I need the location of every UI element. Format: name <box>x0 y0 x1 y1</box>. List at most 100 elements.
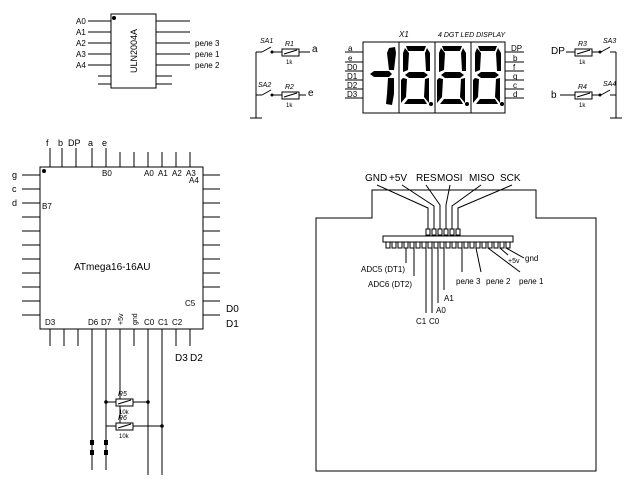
mcu-bottom-net: D3 <box>175 353 188 364</box>
resistor-value: 1k <box>286 103 293 109</box>
connector-pin-label: ADC5 (DT1) <box>361 265 405 274</box>
mcu-inner-label: A2 <box>172 169 182 178</box>
mcu-inner-label: B7 <box>42 202 52 211</box>
resistor-label: R3 <box>578 41 587 48</box>
uln-output-label: реле 3 <box>195 39 220 48</box>
mcu-top-net: f <box>46 138 49 148</box>
connector-block: GND +5V RES MOSI MISO SCK <box>315 173 597 472</box>
digit-1-segments <box>370 47 396 105</box>
uln-input-label: A2 <box>76 39 86 48</box>
display-ref: X1 <box>398 30 409 39</box>
mcu-top-net: DP <box>68 138 81 148</box>
mcu-inner-label: B0 <box>102 169 112 178</box>
mcu-top-net: b <box>58 138 63 148</box>
resistor-value: 1k <box>579 103 586 109</box>
atmega-block: ATmega16-16AU f b DP a e <box>12 138 239 475</box>
display-pin-label: b <box>513 54 518 63</box>
display-pin-label: g <box>513 72 517 81</box>
connector-top-label: MISO <box>469 173 495 184</box>
resistor-value: 10k <box>119 410 130 416</box>
connector-top-label: SCK <box>500 173 521 184</box>
resistor-label: R2 <box>285 84 294 91</box>
mcu-inner-label: gnd <box>132 313 139 325</box>
resistor-value: 1k <box>579 60 586 66</box>
display-pin-label: d <box>513 90 517 99</box>
connector-top-label: RES <box>416 173 437 184</box>
mcu-inner-label: A3 <box>186 169 196 178</box>
mcu-inner-label: C2 <box>172 318 183 327</box>
mcu-inner-label: A0 <box>144 169 154 178</box>
switch-label: SA2 <box>258 82 271 89</box>
mcu-inner-label: C1 <box>158 318 169 327</box>
uln-input-label: A3 <box>76 50 86 59</box>
connector-pin-label: C1 <box>416 317 427 326</box>
net-label: DP <box>551 46 565 57</box>
connector-pin-label: gnd <box>525 254 538 263</box>
net-label: b <box>551 90 557 101</box>
mcu-left-net: c <box>12 184 17 194</box>
board-outline <box>315 189 597 472</box>
atmega-chip <box>39 166 204 330</box>
mcu-inner-label: D6 <box>88 318 99 327</box>
atmega-left-pins <box>22 174 40 316</box>
digit-2-segments <box>401 46 433 106</box>
connector-pin-label: C0 <box>429 317 440 326</box>
mcu-left-net: d <box>12 198 17 208</box>
led-display-block: X1 4 DGT LED DISPLAY a e D0 D1 D2 D3 DP … <box>345 30 524 114</box>
resistor-label: R6 <box>118 415 127 422</box>
display-pin-label: D2 <box>347 81 358 90</box>
mcu-inner-label: A1 <box>158 169 168 178</box>
net-label: a <box>312 44 318 55</box>
uln-input-label: A1 <box>76 28 86 37</box>
uln-input-label: A4 <box>76 61 86 70</box>
display-pin-label: f <box>513 63 516 72</box>
mcu-inner-label: C0 <box>144 318 155 327</box>
connector-pin-label: реле 2 <box>486 277 511 286</box>
switch-label: SA3 <box>603 38 616 45</box>
pin1-marker <box>112 16 116 20</box>
uln2004a-block: ULN2004A A0 A1 A2 A3 A4 реле 3 реле 1 ре… <box>76 13 220 89</box>
resistor-label: R4 <box>578 84 587 91</box>
digit-4-segments <box>473 46 504 106</box>
display-pin-label: D1 <box>347 72 358 81</box>
uln-input-label: A0 <box>76 17 86 26</box>
mcu-right-net: D0 <box>226 304 239 315</box>
resistor-label: R1 <box>285 41 294 48</box>
display-pin-label: a <box>348 44 353 53</box>
uln-output-label: реле 2 <box>195 61 220 70</box>
mcu-bottom-net: D2 <box>190 353 203 364</box>
connector-top-label: +5V <box>389 173 407 184</box>
mcu-left-net: g <box>12 170 17 180</box>
mcu-inner-label: A4 <box>189 176 199 185</box>
switch-label: SA1 <box>260 38 273 45</box>
connector-top-label: GND <box>365 173 387 184</box>
mcu-inner-label: C5 <box>185 299 196 308</box>
atmega-right-pins <box>203 174 220 316</box>
atmega-bottom-pins <box>49 329 191 475</box>
display-pin-label: D3 <box>347 90 358 99</box>
switches-left-block: SA1 R1 1k a SA2 R2 1k e <box>250 38 318 119</box>
connector-pin-label: A1 <box>444 294 454 303</box>
net-label: e <box>308 88 314 99</box>
display-pin-label: D0 <box>347 63 358 72</box>
connector-pin-label: реле 3 <box>456 277 481 286</box>
pin1-marker <box>42 169 46 173</box>
resistor-value: 10k <box>119 434 130 440</box>
mcu-top-net: a <box>88 138 93 148</box>
display-pin-label: c <box>513 81 517 90</box>
display-pin-label: DP <box>511 44 522 53</box>
pullup-resistors: R5 10k R6 10k <box>90 380 164 455</box>
uln2004a-part-label: ULN2004A <box>129 29 139 73</box>
uln2004a-chip <box>110 13 157 89</box>
mcu-inner-label: D3 <box>45 318 56 327</box>
pin-header <box>382 235 514 243</box>
display-title: 4 DGT LED DISPLAY <box>438 32 507 39</box>
mcu-inner-label: D7 <box>101 318 112 327</box>
mcu-right-net: D1 <box>226 319 239 330</box>
connector-pin-label: реле 1 <box>519 277 544 286</box>
display-pin-label: e <box>348 54 353 63</box>
switch-label: SA4 <box>603 81 616 88</box>
mcu-top-net: e <box>102 138 107 148</box>
connector-pin-label: ADC6 (DT2) <box>368 280 412 289</box>
